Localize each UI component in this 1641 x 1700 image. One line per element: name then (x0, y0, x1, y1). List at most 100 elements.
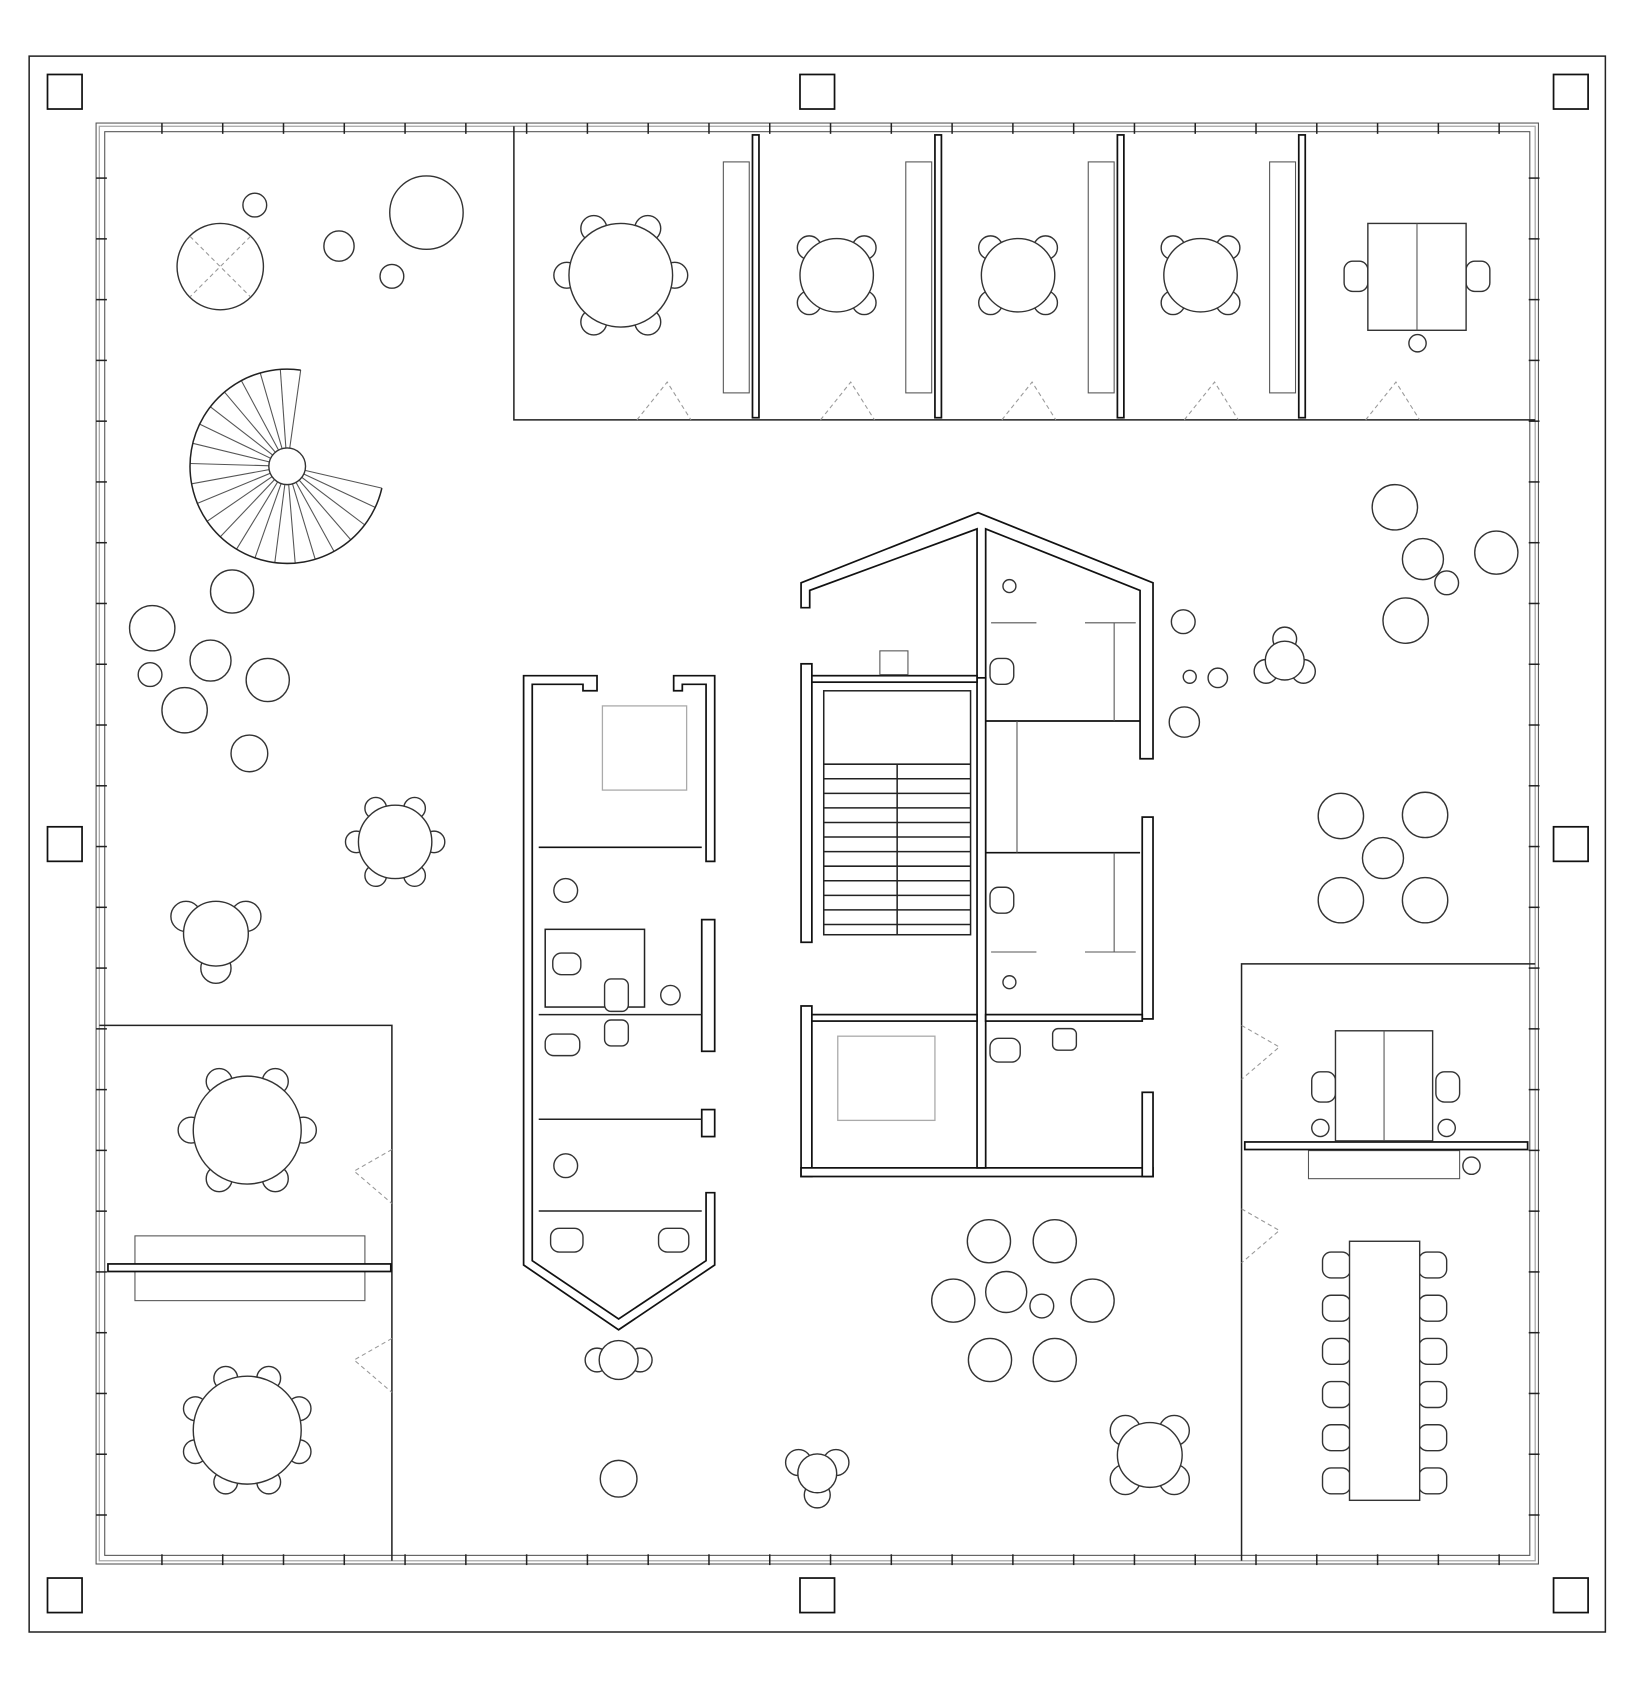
door-swing (353, 1337, 393, 1393)
storage-board (1087, 161, 1115, 394)
lounge-seat (245, 657, 291, 703)
chair (1435, 1071, 1461, 1103)
lounge-seat (1474, 530, 1519, 575)
chair (1417, 1251, 1448, 1279)
chair (1321, 1380, 1352, 1409)
lounge-seat (389, 175, 464, 251)
column (1552, 825, 1589, 863)
lounge-seat (1371, 483, 1419, 531)
round-table (357, 804, 433, 880)
lounge-seat (1070, 1278, 1115, 1323)
spiral-newel (268, 447, 307, 486)
round-table (568, 222, 674, 328)
left-meeting-rooms (99, 1024, 393, 1561)
door-swing (1241, 1024, 1281, 1080)
door-swing (1183, 381, 1239, 421)
facade (95, 122, 1539, 1565)
round-table (182, 900, 250, 967)
column (1552, 73, 1589, 110)
chair (1465, 260, 1491, 293)
lounge-seat (599, 1459, 638, 1498)
partition-wall (1297, 134, 1307, 419)
planter-cross (189, 235, 251, 298)
lounge-seat (984, 1270, 1028, 1314)
column (799, 73, 836, 110)
chair (1417, 1294, 1448, 1322)
round-table (1163, 237, 1238, 313)
lounge-seat (1029, 1293, 1055, 1319)
lounge-seat (1317, 876, 1365, 924)
chair (1321, 1251, 1352, 1279)
lounge-seat (209, 569, 255, 614)
chair (1321, 1467, 1352, 1495)
columns (46, 73, 1589, 1614)
lounge-seat (128, 604, 176, 652)
chair (1311, 1071, 1337, 1103)
partition-wall (1116, 134, 1125, 419)
door-swings (353, 381, 1421, 1393)
round-table (980, 237, 1056, 313)
spiral-staircase (189, 368, 383, 565)
chair (1343, 260, 1369, 293)
round-table (598, 1339, 639, 1381)
core-right (800, 511, 1154, 1178)
spiral-outline (189, 368, 383, 565)
column (46, 825, 83, 863)
right-meeting-rooms (1240, 963, 1536, 1561)
lounge-seat (379, 263, 405, 289)
round-table (1116, 1421, 1183, 1489)
storage-board (722, 161, 750, 394)
door-swing (636, 381, 692, 421)
stool (1437, 1118, 1457, 1138)
column (46, 73, 83, 110)
lounge-seat (1032, 1218, 1078, 1264)
round-table (192, 1375, 302, 1485)
lounge-seat (1434, 570, 1460, 596)
column (1552, 1577, 1589, 1614)
lounge-seat (242, 192, 268, 218)
lounge-seat (1170, 609, 1196, 635)
lounge-seat (1401, 791, 1449, 839)
lounge-seat (323, 230, 355, 262)
lounge-seat (137, 662, 163, 688)
lounge-seat (1382, 597, 1430, 645)
round-table (797, 1453, 838, 1494)
stool (1462, 1156, 1481, 1176)
lounge-seat (1317, 792, 1365, 840)
column (799, 1577, 836, 1614)
chair (1321, 1424, 1352, 1452)
outer-boundary (28, 55, 1607, 1633)
door-swing (820, 381, 875, 421)
round-table (799, 237, 875, 313)
lounge-seat (189, 639, 232, 682)
door-swing (1001, 381, 1057, 421)
top-meeting-rooms (513, 126, 1536, 421)
lounge-seat (1032, 1337, 1078, 1383)
door-swing (353, 1149, 393, 1204)
chair (1417, 1467, 1448, 1495)
door-swing (1365, 381, 1421, 421)
lounge-seat (930, 1278, 976, 1323)
partition-wall (934, 134, 943, 419)
door-swing (1241, 1208, 1281, 1264)
stool (1311, 1118, 1330, 1138)
lounge-seat (230, 734, 269, 773)
storage-board (1269, 161, 1297, 394)
lounge-seat (161, 686, 208, 734)
stool (1408, 333, 1427, 353)
core-left (522, 674, 716, 1331)
chair (1417, 1337, 1448, 1366)
lounge-seat (1168, 706, 1201, 738)
round-table (192, 1075, 302, 1185)
lounge-seat (966, 1218, 1012, 1264)
lounge-seat (1182, 669, 1197, 684)
lounge-seat (1207, 667, 1229, 689)
round-table (1264, 640, 1305, 681)
chair (1417, 1424, 1448, 1452)
planter (176, 222, 265, 311)
chair (1417, 1380, 1448, 1409)
conference-table (1348, 1240, 1421, 1502)
chair (1321, 1337, 1352, 1366)
chair (1321, 1294, 1352, 1322)
